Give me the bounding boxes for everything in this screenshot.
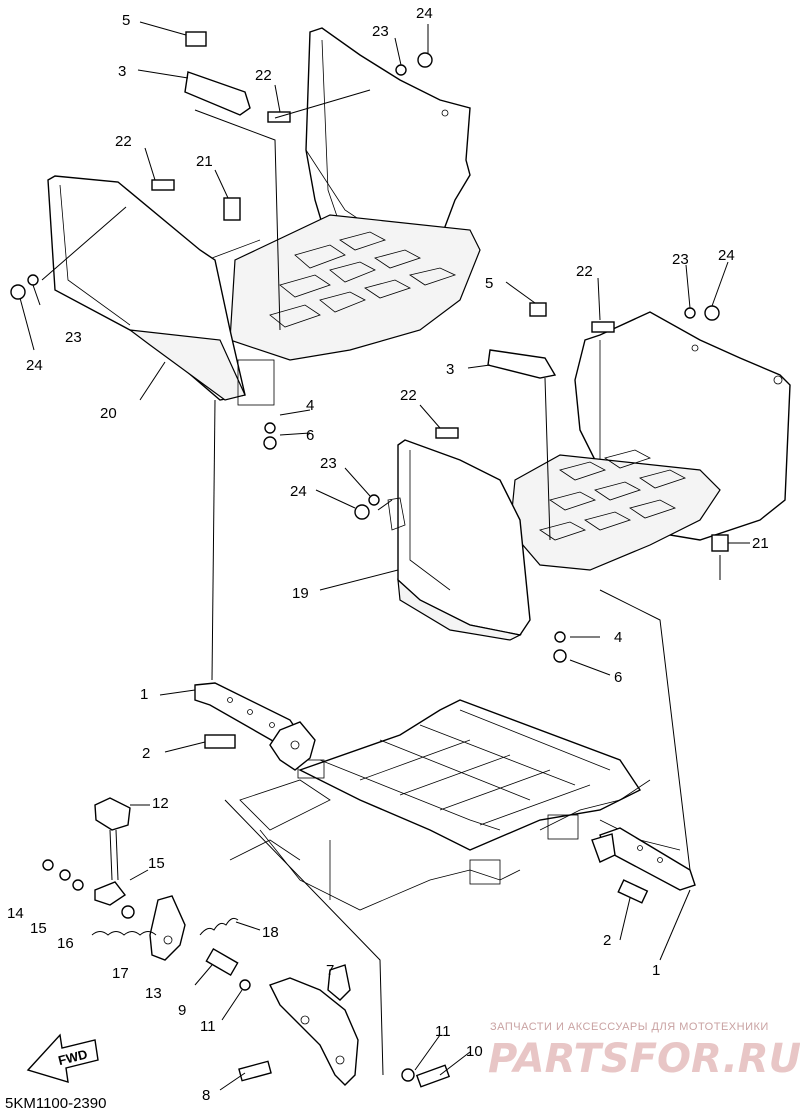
callout-21b: 21: [752, 535, 769, 552]
fwd-arrow-icon: FWD: [26, 1033, 99, 1083]
callout-24c: 24: [718, 247, 735, 264]
callout-22b: 22: [115, 133, 132, 150]
bracket-left: [194, 682, 316, 771]
callout-22: 22: [255, 67, 272, 84]
callout-16: 16: [57, 935, 74, 952]
callout-labels: 5 3 22 23 24 22 21 23 24 20 4 6 5 22 23 …: [7, 5, 769, 1104]
callout-13: 13: [145, 985, 162, 1002]
callout-3b: 3: [446, 361, 454, 378]
callout-1: 1: [140, 686, 148, 703]
callout-21: 21: [196, 153, 213, 170]
callout-5: 5: [122, 12, 130, 29]
callout-22c: 22: [576, 263, 593, 280]
diagram-code: 5KM1100-2390: [5, 1095, 106, 1112]
callout-23b: 23: [65, 329, 82, 346]
callout-24d: 24: [290, 483, 307, 500]
callout-9: 9: [178, 1002, 186, 1019]
callout-3: 3: [118, 63, 126, 80]
callout-20: 20: [100, 405, 117, 422]
callout-11b: 11: [435, 1023, 451, 1040]
footrest-right: [387, 311, 791, 641]
small-hardware: [42, 734, 649, 1088]
callout-23: 23: [372, 23, 389, 40]
callout-15: 15: [148, 855, 165, 872]
callout-6b: 6: [614, 669, 622, 686]
callout-24b: 24: [26, 357, 43, 374]
callout-7: 7: [326, 962, 334, 979]
fasteners: [10, 31, 729, 663]
leader-lines: [19, 21, 750, 1091]
callout-4b: 4: [614, 629, 622, 646]
callout-11: 11: [200, 1018, 216, 1035]
callout-4: 4: [306, 397, 314, 414]
callout-2: 2: [142, 745, 150, 762]
callout-12: 12: [152, 795, 169, 812]
callout-19: 19: [292, 585, 309, 602]
watermark-caption: ЗАПЧАСТИ И АКСЕССУАРЫ ДЛЯ МОТОТЕХНИКИ: [490, 1021, 769, 1033]
springs: [91, 917, 239, 936]
callout-18: 18: [262, 924, 279, 941]
brake-pedal: [269, 964, 359, 1086]
callout-24: 24: [416, 5, 433, 22]
callout-2b: 2: [603, 932, 611, 949]
fwd-label: FWD: [57, 1046, 89, 1068]
callout-6: 6: [306, 427, 314, 444]
frame: [229, 699, 681, 911]
watermark-brand: PARTSFOR.RU: [488, 1036, 800, 1082]
callout-22d: 22: [400, 387, 417, 404]
callout-5b: 5: [485, 275, 493, 292]
brake-arm: [149, 895, 186, 961]
callout-15b: 15: [30, 920, 47, 937]
callout-17: 17: [112, 965, 129, 982]
callout-8: 8: [202, 1087, 210, 1104]
footrest-left: [47, 27, 481, 406]
watermark: ЗАПЧАСТИ И АКСЕССУАРЫ ДЛЯ МОТОТЕХНИКИ PA…: [488, 1021, 800, 1082]
callout-10: 10: [466, 1043, 483, 1060]
callout-1b: 1: [652, 962, 660, 979]
callout-14: 14: [7, 905, 24, 922]
bracket-right: [591, 827, 696, 891]
callout-23c: 23: [672, 251, 689, 268]
brake-rod: [94, 797, 131, 906]
callout-23d: 23: [320, 455, 337, 472]
